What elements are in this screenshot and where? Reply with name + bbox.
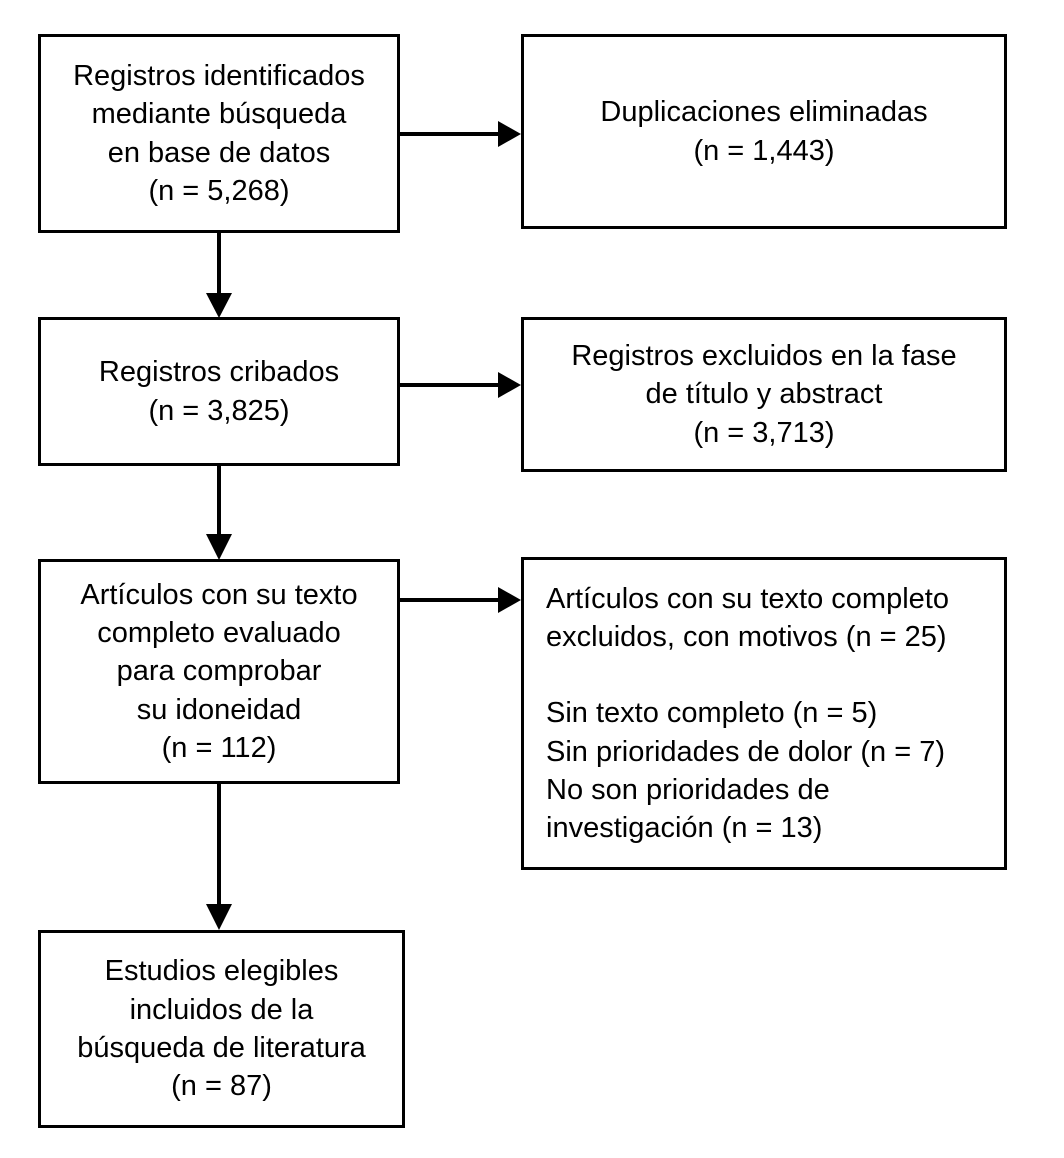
- box-fulltext-excluded-with-reasons: Artículos con su texto completo excluido…: [521, 557, 1007, 870]
- box-studies-included-text: Estudios elegibles incluidos de la búsqu…: [77, 955, 366, 1103]
- arrow-fulltext-to-excluded-fulltext: [400, 584, 524, 616]
- box-records-screened: Registros cribados (n = 3,825): [38, 317, 400, 466]
- box-fulltext-assessed-text: Artículos con su texto completo evaluado…: [80, 578, 358, 764]
- arrow-screened-to-fulltext: [203, 466, 235, 561]
- arrow-identified-to-duplicates: [400, 118, 524, 150]
- arrow-fulltext-to-included: [203, 784, 235, 932]
- box-records-screened-text: Registros cribados (n = 3,825): [98, 356, 340, 427]
- box-studies-included: Estudios elegibles incluidos de la búsqu…: [38, 930, 405, 1128]
- box-records-excluded-title-abstract: Registros excluidos en la fase de título…: [521, 317, 1007, 472]
- box-duplicates-removed: Duplicaciones eliminadas (n = 1,443): [521, 34, 1007, 229]
- arrow-identified-to-screened: [203, 233, 235, 319]
- box-duplicates-removed-text: Duplicaciones eliminadas (n = 1,443): [600, 96, 928, 167]
- arrow-screened-to-excluded-title-abstract: [400, 369, 524, 401]
- box-records-excluded-title-abstract-text: Registros excluidos en la fase de título…: [571, 340, 957, 449]
- box-records-identified: Registros identificados mediante búsqued…: [38, 34, 400, 233]
- box-records-identified-text: Registros identificados mediante búsqued…: [73, 59, 365, 207]
- box-fulltext-assessed: Artículos con su texto completo evaluado…: [38, 559, 400, 784]
- box-fulltext-excluded-with-reasons-text: Artículos con su texto completo excluido…: [546, 582, 949, 845]
